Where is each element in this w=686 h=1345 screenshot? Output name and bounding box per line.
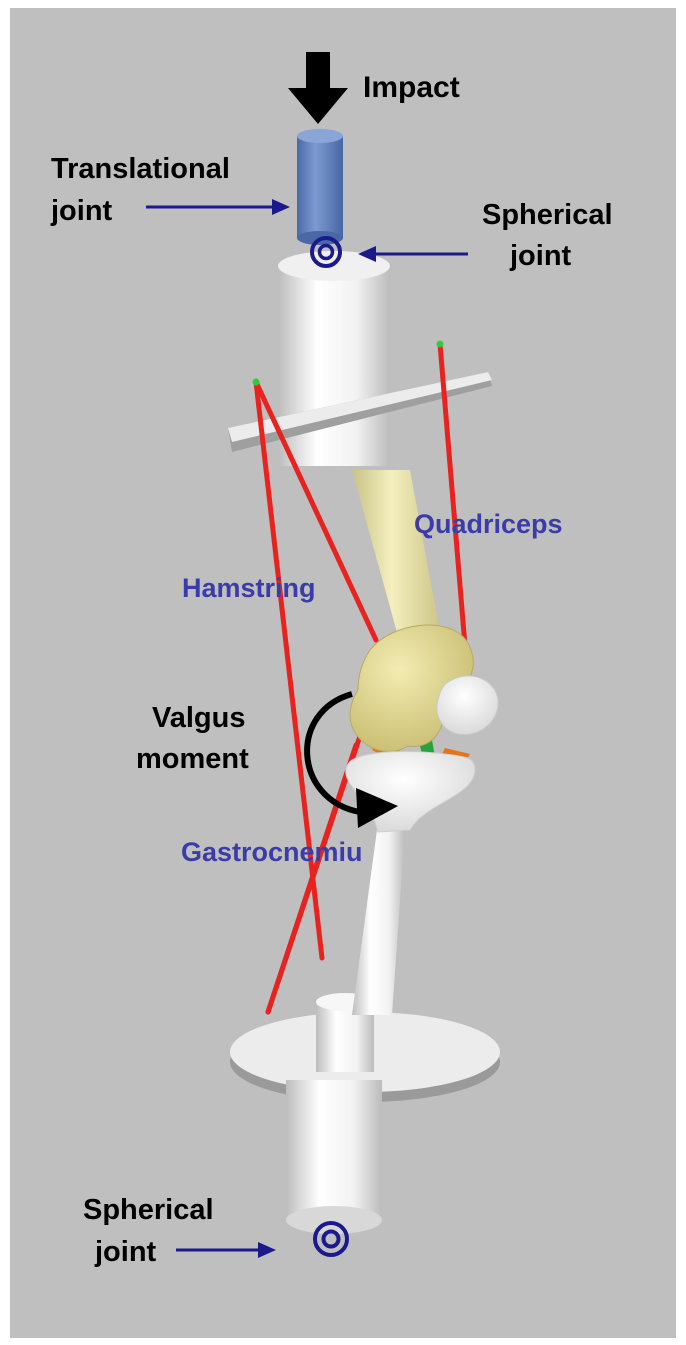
- muscle-attachment-marker: [437, 341, 444, 348]
- valgus-moment-label-line: Valgus: [152, 702, 246, 734]
- quadriceps-label: Quadriceps: [414, 509, 563, 539]
- muscle-attachment-marker: [253, 379, 260, 386]
- hamstring-label: Hamstring: [182, 573, 316, 603]
- impact-label: Impact: [363, 71, 460, 104]
- impactor-cylinder: [297, 129, 343, 245]
- spherical-joint-bottom-label-line: Spherical: [83, 1194, 214, 1226]
- spherical-joint-top-label-line: Spherical: [482, 199, 613, 231]
- spherical-joint-bottom-label-line: joint: [94, 1236, 157, 1268]
- translational-joint-label-line: joint: [50, 195, 113, 227]
- translational-joint-label-line: Translational: [51, 153, 230, 185]
- gastrocnemius-label: Gastrocnemiu: [181, 837, 363, 867]
- valgus-moment-label-line: moment: [136, 743, 249, 775]
- lower-cylinder: [286, 1080, 382, 1234]
- spherical-joint-top-label-line: joint: [509, 240, 572, 272]
